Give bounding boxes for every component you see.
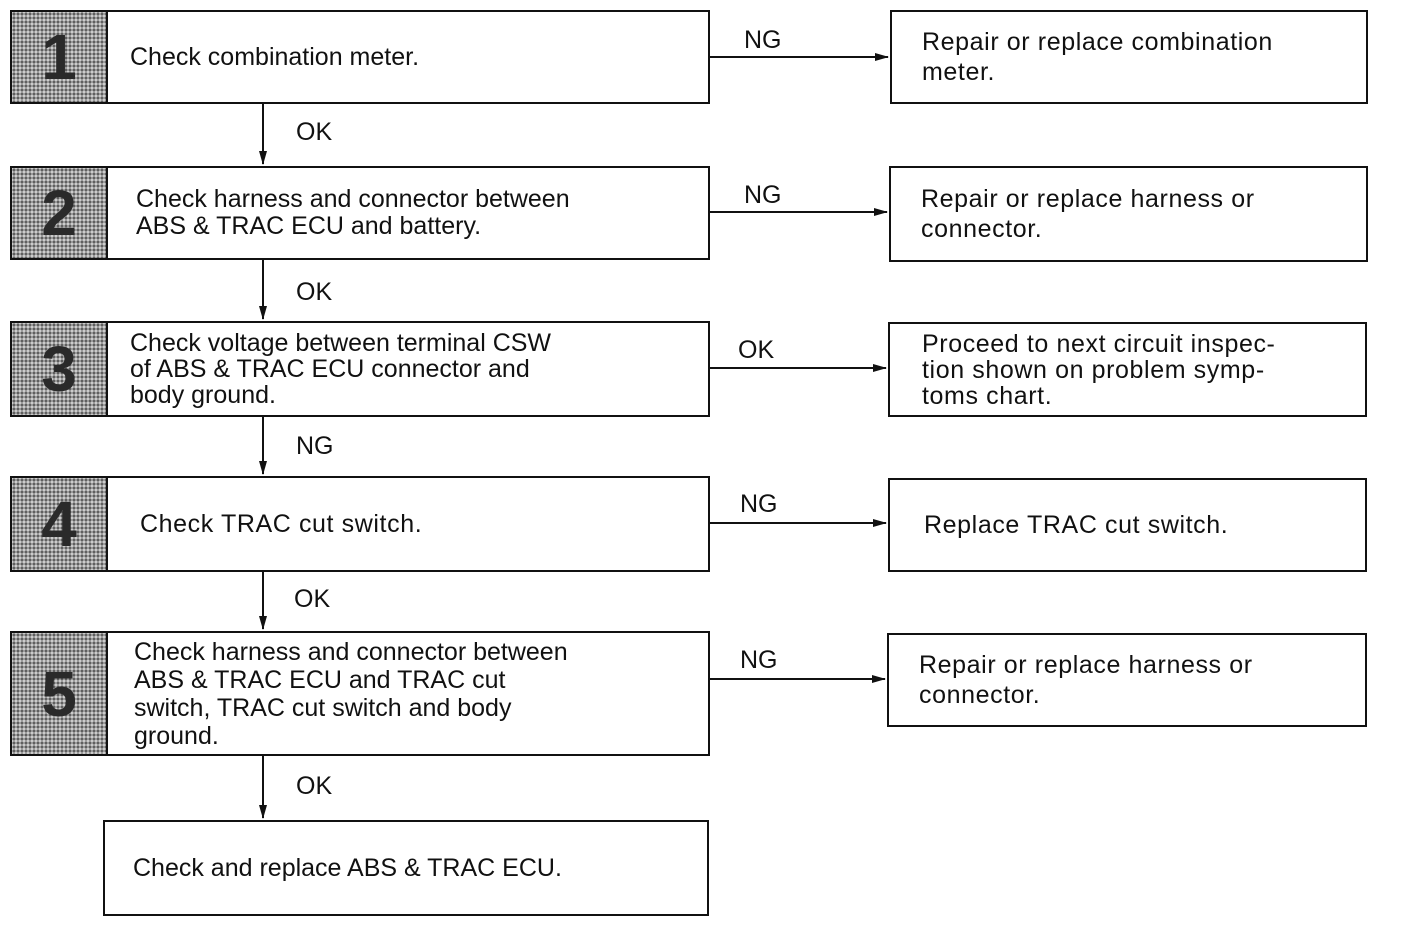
step-4-side-label: NG	[740, 490, 778, 518]
step-1-number: 1	[12, 12, 108, 102]
step-5-number: 5	[12, 633, 108, 754]
step-2-number: 2	[12, 168, 108, 258]
step-3-result-text: Proceed to next circuit inspec- tion sho…	[922, 329, 1276, 410]
step-5-result-box: Repair or replace harness or connector.	[887, 633, 1367, 727]
step-3-side-label: OK	[738, 336, 775, 364]
step-1-text: Check combination meter.	[130, 42, 420, 71]
step-3-box: 3 Check voltage between terminal CSW of …	[10, 321, 710, 417]
step-2-result-box: Repair or replace harness or connector.	[889, 166, 1368, 262]
step-2-side-label: NG	[744, 181, 782, 209]
step-1-box: 1 Check combination meter.	[10, 10, 710, 104]
step-3-text: Check voltage between terminal CSW of AB…	[130, 329, 552, 409]
step-5-text: Check harness and connector between ABS …	[134, 637, 568, 750]
step-3-result-box: Proceed to next circuit inspec- tion sho…	[888, 322, 1367, 417]
step-4-number: 4	[12, 478, 108, 570]
step-2-box: 2 Check harness and connector between AB…	[10, 166, 710, 260]
step-3-down-label: NG	[296, 432, 334, 460]
step-2-text: Check harness and connector between ABS …	[136, 185, 570, 240]
step-2-result-text: Repair or replace harness or connector.	[921, 185, 1255, 243]
step-4-down-label: OK	[294, 585, 331, 613]
step-1-result-text: Repair or replace combination meter.	[922, 28, 1273, 86]
final-step-text: Check and replace ABS & TRAC ECU.	[133, 853, 562, 882]
step-1-down-label: OK	[296, 118, 333, 146]
step-5-down-label: OK	[296, 772, 333, 800]
step-1-result-box: Repair or replace combination meter.	[890, 10, 1368, 104]
step-4-box: 4 Check TRAC cut switch.	[10, 476, 710, 572]
step-5-side-label: NG	[740, 646, 778, 674]
step-5-result-text: Repair or replace harness or connector.	[919, 651, 1253, 709]
step-2-down-label: OK	[296, 278, 333, 306]
step-4-text: Check TRAC cut switch.	[140, 509, 423, 538]
step-1-side-label: NG	[744, 26, 782, 54]
step-4-result-text: Replace TRAC cut switch.	[924, 511, 1229, 539]
final-step-box: Check and replace ABS & TRAC ECU.	[103, 820, 709, 916]
step-5-box: 5 Check harness and connector between AB…	[10, 631, 710, 756]
step-4-result-box: Replace TRAC cut switch.	[888, 478, 1367, 572]
step-3-number: 3	[12, 323, 108, 415]
